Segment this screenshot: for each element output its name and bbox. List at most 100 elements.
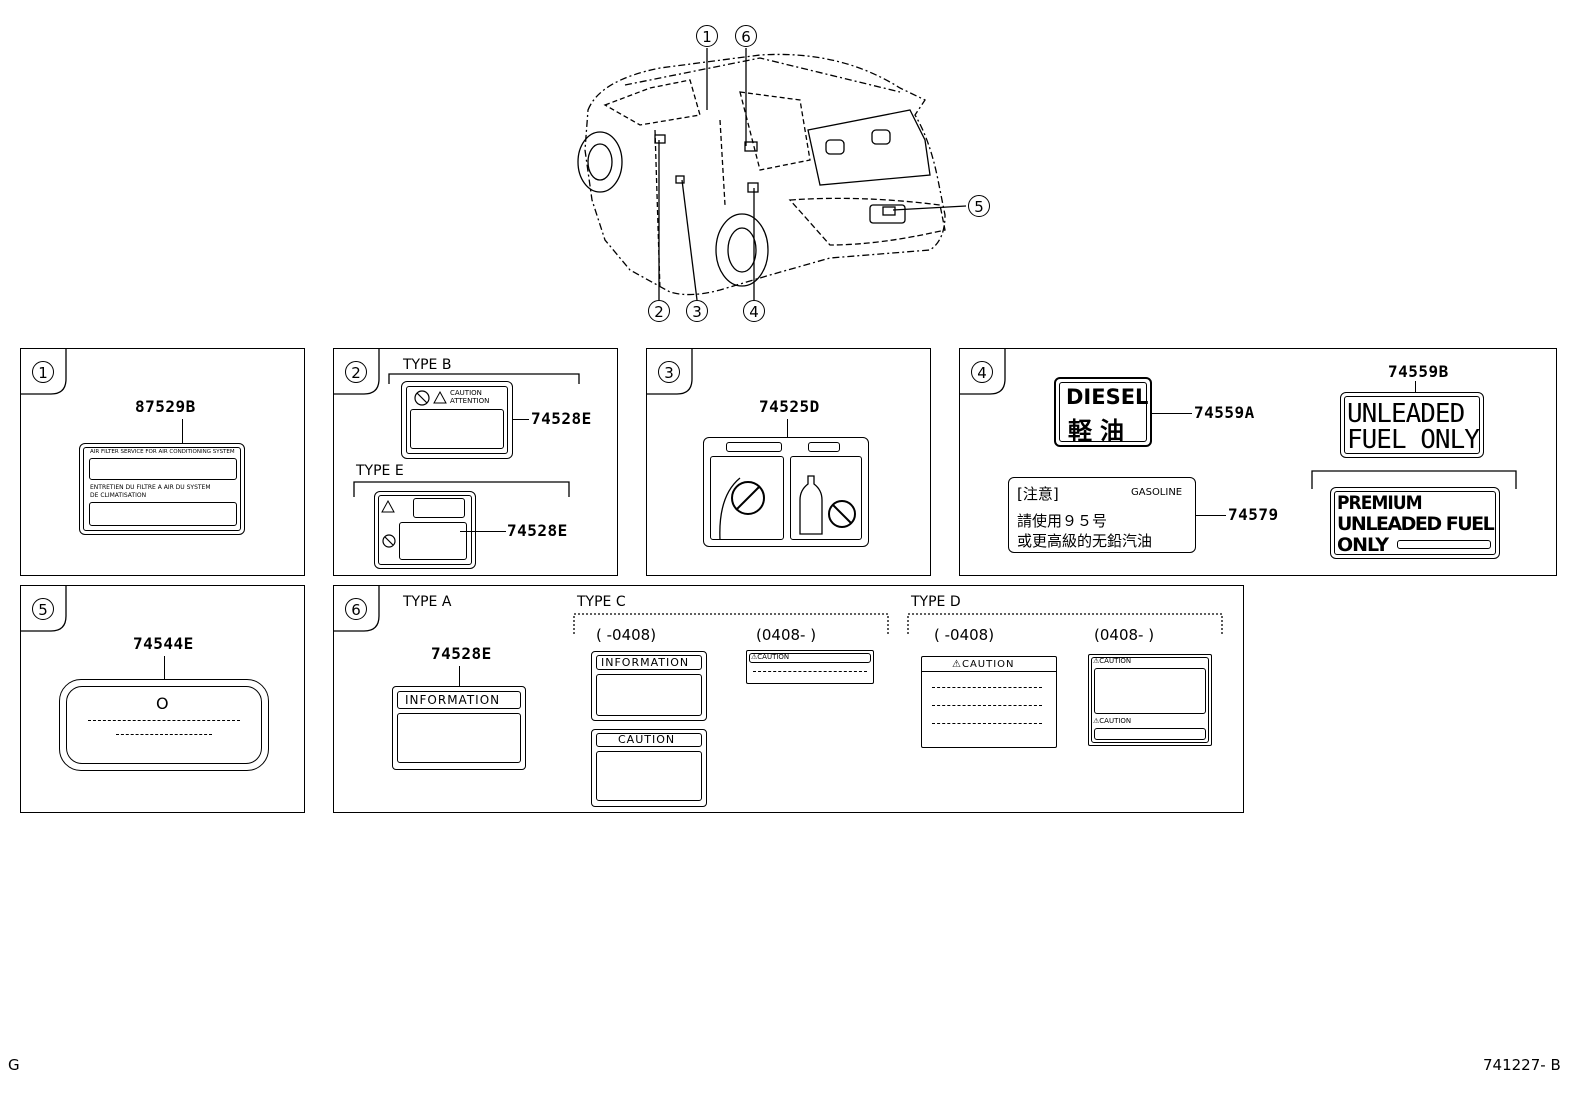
- c-small-caution-text: ⚠CAUTION: [751, 653, 790, 661]
- label-74559A: DIESEL 軽油: [1054, 377, 1152, 447]
- unleaded-line-2: FUEL ONLY: [1347, 425, 1480, 455]
- label-type-c-caution: CAUTION: [591, 729, 707, 807]
- label-frame: [66, 686, 262, 764]
- panel-number: 5: [32, 598, 54, 620]
- type-d-range-1: ( -0408): [934, 626, 995, 644]
- type-c-range-2: (0408- ): [756, 626, 817, 644]
- panel-number: 2: [345, 361, 367, 383]
- label-premium: PREMIUM UNLEADED FUEL ONLY: [1330, 487, 1500, 559]
- leader-line: [460, 531, 506, 532]
- dashed-line: [932, 705, 1042, 706]
- label-type-c-info: INFORMATION: [591, 651, 707, 721]
- no-entry-icon: [414, 390, 430, 406]
- d-small-caution-2: ⚠CAUTION: [1093, 717, 1132, 725]
- part-number-74559A: 74559A: [1194, 403, 1255, 422]
- type-c-range-1: ( -0408): [596, 626, 657, 644]
- vehicle-illustration: [577, 48, 967, 301]
- panel-3: 3 74525D: [646, 348, 931, 576]
- caution-header: [596, 733, 702, 747]
- label-line-1: AIR FILTER SERVICE FOR AIR CONDITIONING …: [90, 449, 235, 455]
- panel-number: 1: [32, 361, 54, 383]
- information-text: INFORMATION: [405, 693, 501, 707]
- label-type-d-caution: ⚠CAUTION: [921, 656, 1057, 748]
- label-type-c-small: ⚠CAUTION: [746, 650, 874, 684]
- no-fuel-nozzle-icon: [719, 477, 765, 541]
- panel-tab: [334, 349, 380, 395]
- panel-6: 6 TYPE A 74528E INFORMATION TYPE C ( -04…: [333, 585, 1244, 813]
- label-pictogram-left: [710, 456, 784, 540]
- part-number-74525D: 74525D: [759, 397, 820, 416]
- label-frame: [378, 495, 472, 565]
- label-74528E-type-a: INFORMATION: [392, 686, 526, 770]
- leader-line: [513, 419, 529, 420]
- label-74579: [注意] GASOLINE 請使用９５号 或更高級的无鉛汽油: [1008, 477, 1196, 553]
- type-d-range-2: (0408- ): [1094, 626, 1155, 644]
- label-header-left: [726, 442, 782, 452]
- part-number-74528E-a: 74528E: [431, 644, 492, 663]
- leader-line: [459, 666, 460, 686]
- label-type-d-small: ⚠CAUTION ⚠CAUTION: [1088, 654, 1212, 746]
- type-c-bracket: [573, 613, 889, 634]
- label-frame: [1334, 491, 1496, 555]
- label-line-2: ENTRETIEN DU FILTRE A AIR DU SYSTEM: [90, 484, 211, 491]
- footer-right: 741227- B: [1483, 1056, 1561, 1074]
- warning-triangle-icon: [433, 390, 447, 404]
- label-text-area: [397, 713, 521, 763]
- symbol-o: O: [156, 694, 169, 713]
- panel-number: 4: [971, 361, 993, 383]
- d-caution-text: ⚠CAUTION: [952, 659, 1015, 670]
- callout-2: 2: [648, 300, 670, 322]
- type-d-bracket: [907, 613, 1223, 634]
- premium-bracket: [1311, 470, 1517, 489]
- type-b-label: TYPE B: [403, 357, 452, 373]
- part-number-74544E: 74544E: [133, 634, 194, 653]
- label-74559B: UNLEADED FUEL ONLY: [1340, 392, 1484, 458]
- dashed-line: [932, 687, 1042, 688]
- label-header-right: [808, 442, 840, 452]
- label-box-top: [89, 458, 237, 480]
- label-frame: [83, 447, 241, 531]
- label-74525D: [703, 437, 869, 547]
- premium-line-2: UNLEADED FUEL: [1337, 513, 1495, 535]
- cn-line-1: 請使用９５号: [1017, 512, 1108, 530]
- label-text-area: [1094, 668, 1206, 714]
- c-caution-text: CAUTION: [618, 733, 676, 746]
- note-heading: [注意]: [1017, 485, 1059, 503]
- part-number-74528E-e: 74528E: [507, 521, 568, 540]
- panel-tab: [960, 349, 1006, 395]
- panel-1: 1 87529B AIR FILTER SERVICE FOR AIR COND…: [20, 348, 305, 576]
- callout-3: 3: [686, 300, 708, 322]
- panel-2: 2 TYPE B CAUTION ATTENTION 74528E TYPE E…: [333, 348, 618, 576]
- part-number-74528E-b: 74528E: [531, 409, 592, 428]
- type-e-label: TYPE E: [356, 463, 404, 479]
- premium-line-3: ONLY: [1337, 534, 1389, 556]
- part-number-74579: 74579: [1228, 505, 1279, 524]
- callout-4: 4: [743, 300, 765, 322]
- callout-5: 5: [968, 195, 990, 217]
- leader-line: [1415, 381, 1416, 393]
- label-line-3: DE CLIMATISATION: [90, 492, 147, 499]
- panel-5: 5 74544E O: [20, 585, 305, 813]
- leader-line: [1196, 515, 1226, 516]
- dashed-line: [932, 723, 1042, 724]
- panel-tab: [334, 586, 380, 632]
- diesel-cn-text: 軽油: [1068, 417, 1132, 445]
- label-text-area: [596, 674, 702, 716]
- label-74544E: O: [59, 679, 269, 771]
- warning-triangle-icon: [381, 499, 395, 513]
- panel-number: 6: [345, 598, 367, 620]
- part-number-87529B: 87529B: [135, 397, 196, 416]
- panel-tab: [647, 349, 693, 395]
- dashed-line: [88, 720, 240, 721]
- dashed-line: [116, 734, 212, 735]
- panel-tab: [21, 349, 67, 395]
- panel-number: 3: [658, 361, 680, 383]
- no-entry-icon: [382, 534, 396, 548]
- header-rule: [922, 671, 1056, 672]
- caution-text: CAUTION: [450, 389, 482, 397]
- footer-left: G: [8, 1056, 20, 1074]
- leader-line: [1152, 413, 1192, 414]
- label-74528E-type-e: [374, 491, 476, 569]
- type-b-bracket: [388, 373, 580, 384]
- label-text-area: [1397, 540, 1491, 549]
